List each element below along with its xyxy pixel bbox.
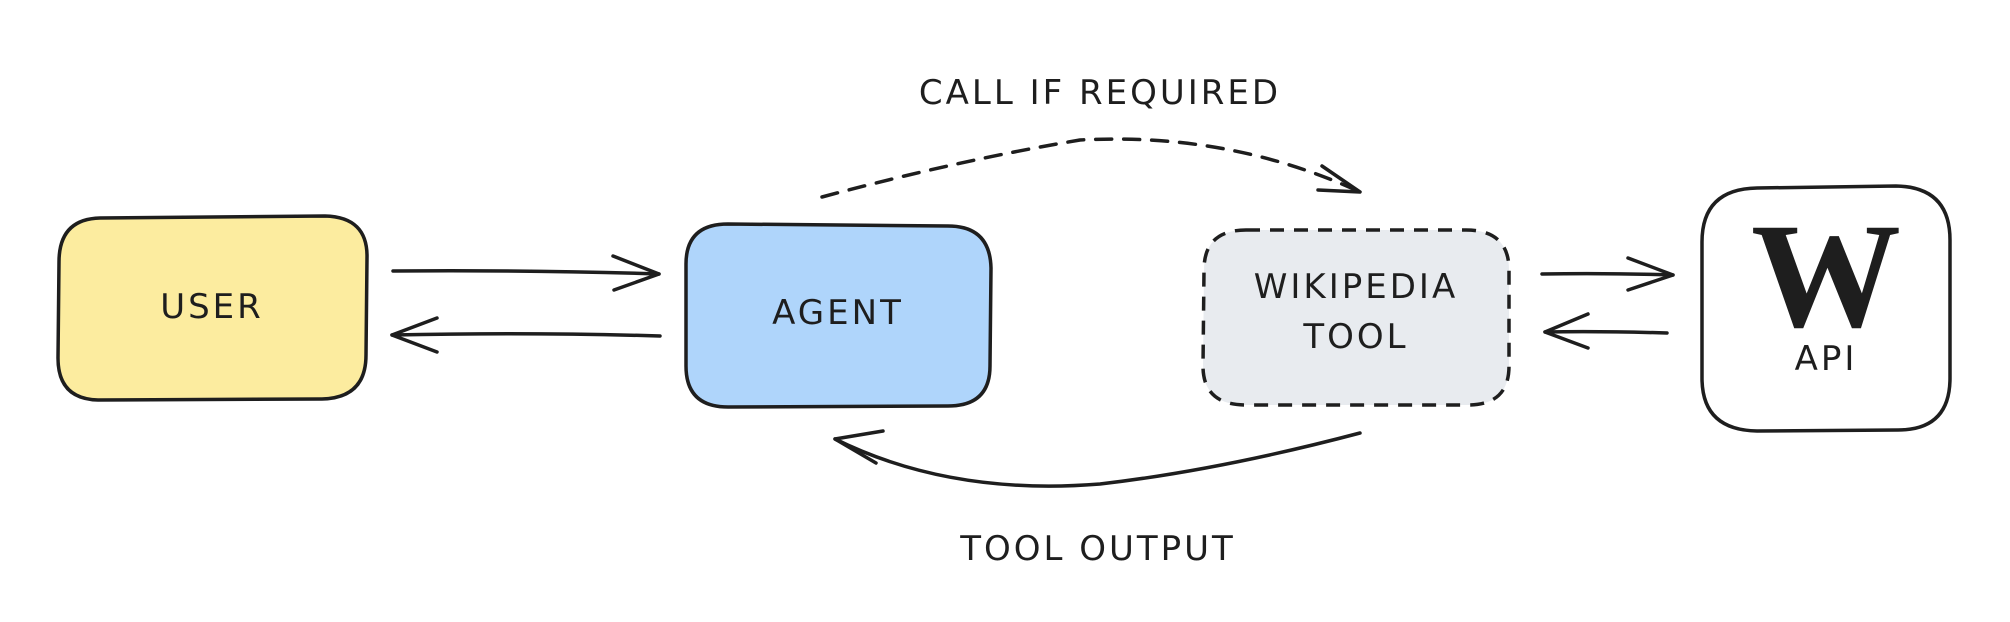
call-if-required-label: CALL IF REQUIRED [919, 73, 1281, 113]
tool-output-label: TOOL OUTPUT [959, 529, 1236, 569]
user-node[interactable]: USER [56, 214, 369, 402]
tool-label-line2: TOOL [1302, 317, 1408, 357]
arrow-user-to-agent [391, 254, 661, 292]
arrow-agent-to-user [390, 316, 662, 354]
agent-node[interactable]: AGENT [684, 222, 993, 409]
api-label: API [1795, 339, 1858, 379]
arrow-tool-output [833, 429, 1362, 488]
agent-box [684, 222, 993, 409]
api-box [1700, 184, 1952, 433]
arrow-tool-to-api [1540, 256, 1675, 292]
arrow-call-if-required [820, 137, 1362, 199]
tool-label-line1: WIKIPEDIA [1254, 267, 1458, 307]
wikipedia-api-node[interactable]: W API [1700, 184, 1952, 433]
tool-box [1201, 228, 1511, 407]
wikipedia-w-logo-icon: W [1751, 193, 1901, 359]
wikipedia-tool-node[interactable]: WIKIPEDIA TOOL [1201, 228, 1511, 407]
arrow-api-to-tool [1543, 312, 1669, 350]
agent-label: AGENT [772, 293, 904, 333]
user-box [56, 214, 369, 402]
user-label: USER [160, 287, 264, 327]
